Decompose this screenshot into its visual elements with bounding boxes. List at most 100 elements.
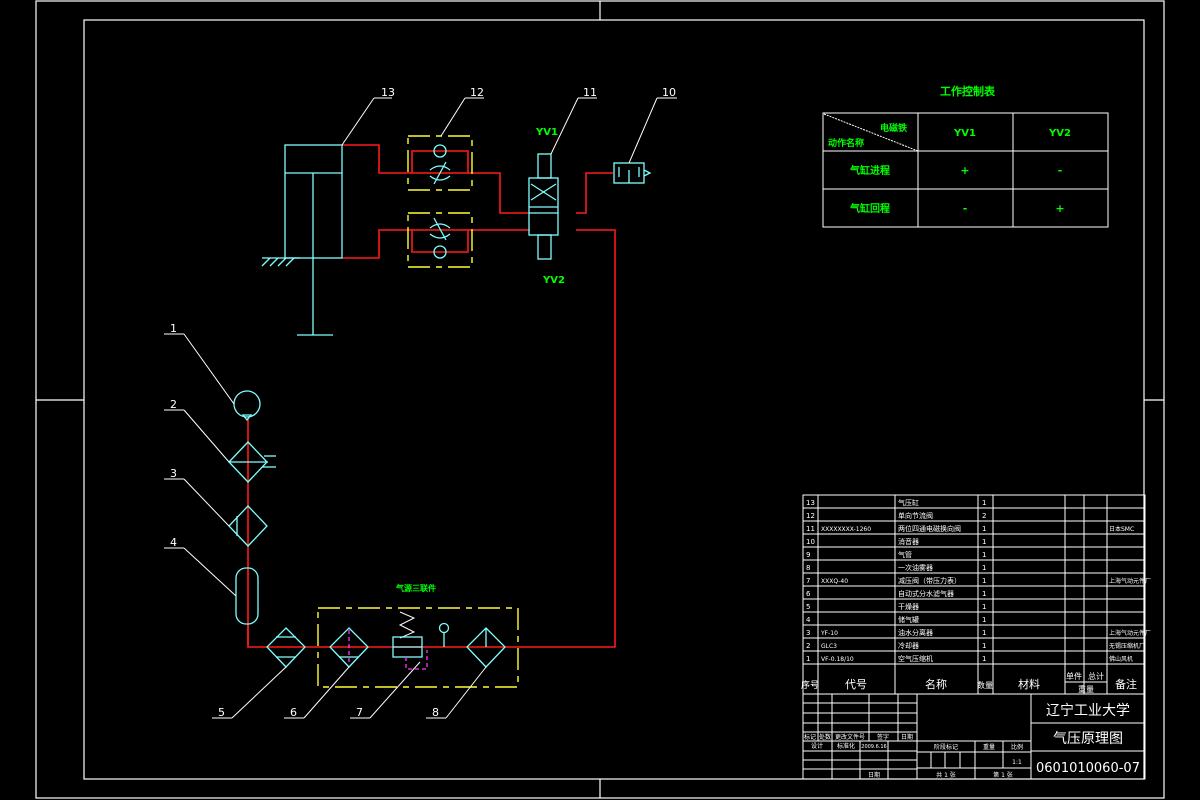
control-table-title: 工作控制表 bbox=[940, 84, 996, 98]
bom-cell-name: 油水分离器 bbox=[898, 628, 933, 637]
silencer bbox=[613, 162, 652, 184]
tb-date-label: 日期 bbox=[868, 771, 880, 779]
bom-cell-no: 2 bbox=[806, 642, 810, 650]
tb-signature: 签字 bbox=[877, 733, 889, 741]
bom-header-material: 材料 bbox=[1018, 677, 1040, 691]
frl-group-label: 气源三联件 bbox=[395, 583, 436, 593]
col-header-yv2: YV2 bbox=[1048, 128, 1071, 139]
bom-cell-qty: 1 bbox=[982, 655, 986, 663]
throttle-check-valve-lower bbox=[407, 212, 473, 268]
bom-cell-name: 一次油雾器 bbox=[898, 563, 933, 572]
drawing-title: 气压原理图 bbox=[1053, 731, 1123, 747]
bom-header-total-weight: 总计 bbox=[1088, 671, 1104, 681]
bom-cell-name: 减压阀（带压力表） bbox=[898, 576, 961, 585]
bom-cell-name: 自动式分水滤气器 bbox=[898, 589, 954, 598]
tb-sheet-total: 共 1 张 bbox=[936, 771, 956, 779]
row2-yv2: + bbox=[1055, 202, 1064, 215]
bom-cell-no: 1 bbox=[806, 655, 810, 663]
bom-cell-code: VF-0.18/10 bbox=[821, 656, 854, 663]
frl-unit-box bbox=[317, 607, 519, 688]
solenoid-label-yv2: YV2 bbox=[542, 275, 565, 286]
tb-weight: 重量 bbox=[983, 743, 995, 751]
inner-border bbox=[83, 19, 1145, 780]
bom-cell-code: XXXQ-40 bbox=[821, 578, 848, 585]
bom-cell-code: YF-10 bbox=[820, 630, 838, 637]
corner-header-bottom: 动作名称 bbox=[828, 137, 864, 149]
leader-lines bbox=[164, 97, 677, 719]
label-6: 6 bbox=[290, 706, 297, 719]
label-7: 7 bbox=[356, 706, 363, 719]
bom-cell-remark: 无锡压缩机厂 bbox=[1109, 642, 1145, 650]
bom-header-unit-weight: 单件 bbox=[1066, 671, 1082, 681]
bom-cell-qty: 1 bbox=[982, 642, 986, 650]
bom-cell-remark: 佛山风机 bbox=[1109, 655, 1133, 663]
bom-cell-qty: 1 bbox=[982, 525, 986, 533]
control-table: 工作控制表 电磁铁 动作名称 YV1 YV2 气缸进程 + - 气缸回程 - + bbox=[822, 84, 1109, 228]
label-12: 12 bbox=[470, 86, 484, 99]
bom-cell-qty: 1 bbox=[982, 590, 986, 598]
title-block: 标记 处数 更改文件号 签字 日期 设计 标准化 2009.6.16 日期 阶段… bbox=[803, 694, 1145, 779]
tb-date: 日期 bbox=[901, 733, 913, 741]
bom-cell-no: 11 bbox=[806, 525, 815, 533]
air-tank bbox=[235, 567, 259, 625]
bom-cell-qty: 1 bbox=[982, 551, 986, 559]
bom-cell-name: 储气罐 bbox=[898, 615, 919, 624]
bom-header-code: 代号 bbox=[845, 678, 867, 691]
air-compressor bbox=[233, 390, 261, 422]
bom-row: 13 气压缸 1 bbox=[806, 498, 986, 507]
tb-scale-value: 1:1 bbox=[1012, 759, 1022, 766]
bom-cell-no: 7 bbox=[806, 577, 810, 585]
label-5: 5 bbox=[218, 706, 225, 719]
tb-standardization: 标准化 bbox=[837, 742, 855, 750]
bom-cell-no: 6 bbox=[806, 590, 811, 598]
bom-cell-name: 消音器 bbox=[898, 537, 919, 546]
cooler bbox=[228, 441, 276, 483]
row1-yv2: - bbox=[1058, 164, 1063, 177]
bom-cell-name: 干燥器 bbox=[898, 602, 919, 611]
pneumatic-lines bbox=[247, 144, 616, 648]
bom-cell-name: 气管 bbox=[898, 550, 912, 559]
tb-count: 处数 bbox=[819, 733, 831, 741]
tb-design: 设计 bbox=[811, 742, 823, 750]
label-1: 1 bbox=[170, 322, 177, 335]
label-11: 11 bbox=[583, 86, 597, 99]
bom-cell-name: 气压缸 bbox=[898, 498, 919, 507]
school-name: 辽宁工业大学 bbox=[1046, 702, 1130, 719]
bom-cell-name: 空气压缩机 bbox=[898, 654, 933, 663]
col-header-yv1: YV1 bbox=[953, 128, 976, 139]
bom-cell-qty: 1 bbox=[982, 499, 986, 507]
corner-header-top: 电磁铁 bbox=[880, 122, 907, 134]
bom-cell-no: 12 bbox=[806, 512, 815, 520]
label-3: 3 bbox=[170, 467, 177, 480]
bom-cell-no: 13 bbox=[806, 499, 815, 507]
bom-cell-name: 单向节流阀 bbox=[898, 511, 933, 520]
pressure-gauge bbox=[438, 622, 450, 647]
row-action-2: 气缸回程 bbox=[849, 202, 890, 215]
bom-cell-no: 5 bbox=[806, 603, 810, 611]
label-4: 4 bbox=[170, 536, 177, 549]
tb-change-doc: 更改文件号 bbox=[835, 733, 865, 741]
label-2: 2 bbox=[170, 398, 177, 411]
solenoid-label-yv1: YV1 bbox=[535, 127, 558, 138]
tb-stage-mark: 阶段标记 bbox=[934, 743, 958, 751]
bom-cell-remark: 上海气动元件厂 bbox=[1109, 577, 1151, 585]
bom-cell-no: 4 bbox=[806, 616, 811, 624]
tb-design-date: 2009.6.16 bbox=[861, 744, 886, 750]
bom-cell-no: 10 bbox=[806, 538, 815, 546]
bom-cell-qty: 1 bbox=[982, 629, 986, 637]
oil-water-separator bbox=[228, 505, 268, 547]
bom-cell-no: 3 bbox=[806, 629, 810, 637]
row1-yv1: + bbox=[960, 164, 969, 177]
row-action-1: 气缸进程 bbox=[849, 164, 890, 177]
row2-yv1: - bbox=[963, 202, 968, 215]
tb-scale-header: 比例 bbox=[1011, 743, 1023, 751]
pressure-reducing-valve bbox=[392, 611, 428, 670]
